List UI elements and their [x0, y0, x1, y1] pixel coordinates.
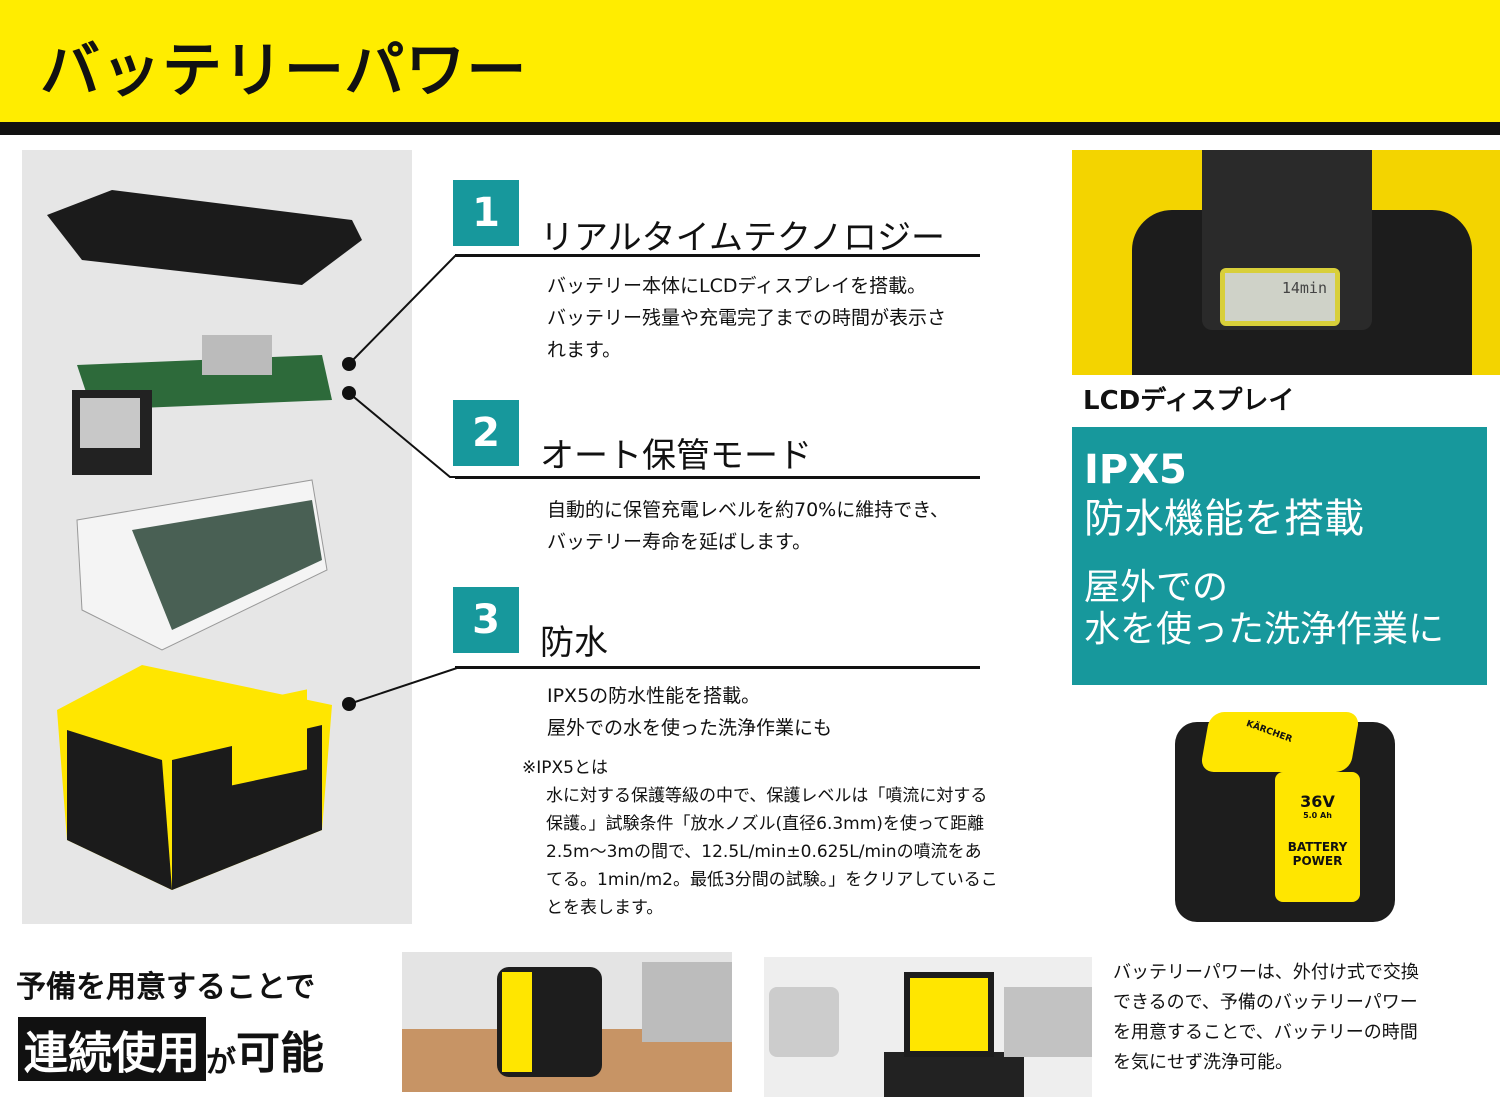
feature-desc-2: 自動的に保管充電レベルを約70%に維持でき、 バッテリー寿命を延ばします。	[547, 494, 949, 558]
lcd-caption: LCDディスプレイ	[1083, 386, 1295, 416]
feature-desc-3: IPX5の防水性能を搭載。 屋外での水を使った洗浄作業にも	[547, 680, 832, 744]
battery-product-image: 36V 5.0 Ah BATTERY POWER KÄRCHER	[1175, 702, 1395, 930]
feature-number-1: 1	[453, 180, 519, 246]
particle-text: が	[206, 1045, 236, 1080]
case-shape	[642, 962, 732, 1042]
bottom-line1: 予備を用意することで	[16, 970, 316, 1005]
battery-top	[1199, 712, 1361, 772]
feature-number-2: 2	[453, 400, 519, 466]
battery-label2: POWER	[1292, 854, 1343, 868]
bottom-description: バッテリーパワーは、外付け式で交換 できるので、予備のバッテリーパワー を用意す…	[1113, 958, 1419, 1078]
photo-battery-on-table	[402, 952, 732, 1092]
desc-line: できるので、予備のバッテリーパワー	[1113, 992, 1418, 1013]
battery-parts-drawing	[47, 190, 362, 890]
photo-battery-charging	[764, 957, 1092, 1097]
lcd-screen: 14min	[1225, 273, 1335, 321]
desc-line: バッテリー本体にLCDディスプレイを搭載。	[547, 275, 927, 297]
ipx5-note: ※IPX5とは 水に対する保護等級の中で、保護レベルは「噴流に対する 保護。」試…	[522, 754, 998, 922]
desc-line: れます。	[547, 339, 622, 361]
exploded-battery-illustration	[22, 150, 412, 924]
battery-shape	[904, 972, 994, 1057]
charger-shape	[884, 1052, 1024, 1097]
feature-number-3: 3	[453, 587, 519, 653]
bottom-headline: 連続使用 が 可能	[18, 1017, 324, 1081]
desc-line: 屋外での水を使った洗浄作業にも	[547, 717, 833, 739]
ipx-line2: 水を使った洗浄作業に	[1084, 609, 1445, 650]
desc-line: バッテリーパワーは、外付け式で交換	[1113, 962, 1419, 983]
underline-2	[455, 476, 980, 479]
battery-label: 36V 5.0 Ah BATTERY POWER	[1275, 772, 1360, 902]
desc-line: 自動的に保管充電レベルを約70%に維持でき、	[547, 499, 949, 521]
battery-voltage: 36V	[1300, 792, 1335, 811]
header-banner	[0, 0, 1500, 122]
ipx-line1: 屋外での	[1084, 567, 1229, 608]
outlet-shape	[769, 987, 839, 1057]
battery-stripe	[502, 972, 532, 1072]
desc-line: バッテリー寿命を延ばします。	[547, 531, 812, 553]
underline-3	[455, 666, 980, 669]
lcd-display-photo: 14min	[1072, 150, 1500, 375]
battery-label1: BATTERY	[1287, 840, 1348, 854]
feature-desc-1: バッテリー本体にLCDディスプレイを搭載。 バッテリー残量や充電完了までの時間が…	[547, 270, 946, 366]
case-shape	[1004, 987, 1092, 1057]
note-line: 水に対する保護等級の中で、保護レベルは「噴流に対する	[546, 786, 988, 806]
desc-line: を気にせず洗浄可能。	[1113, 1052, 1293, 1073]
note-line: 2.5m〜3mの間で、12.5L/min±0.625L/minの噴流をあ	[546, 842, 982, 862]
note-line: 保護。」試験条件「放水ノズル(直径6.3mm)を使って距離	[546, 814, 985, 834]
ipx-title: IPX5	[1084, 447, 1187, 493]
note-line: とを表します。	[546, 898, 664, 918]
lcd-frame: 14min	[1220, 268, 1340, 326]
ipx5-panel: IPX5 防水機能を搭載 屋外での 水を使った洗浄作業に	[1072, 427, 1487, 685]
note-title: ※IPX5とは	[522, 758, 608, 778]
tail-text: 可能	[236, 1028, 324, 1079]
desc-line: を用意することで、バッテリーの時間	[1113, 1022, 1418, 1043]
desc-line: バッテリー残量や充電完了までの時間が表示さ	[547, 307, 947, 329]
feature-heading-1: リアルタイムテクノロジー	[540, 218, 945, 258]
highlight-text: 連続使用	[18, 1017, 206, 1081]
feature-heading-3: 防水	[540, 623, 608, 663]
note-line: てる。1min/m2。最低3分間の試験。」をクリアしているこ	[546, 870, 998, 890]
battery-capacity: 5.0 Ah	[1303, 811, 1332, 820]
page-title: バッテリーパワー	[40, 36, 528, 106]
desc-line: IPX5の防水性能を搭載。	[547, 685, 761, 707]
feature-heading-2: オート保管モード	[540, 436, 812, 476]
ipx-subtitle: 防水機能を搭載	[1084, 496, 1364, 542]
underline-1	[455, 254, 980, 257]
header-divider	[0, 122, 1500, 135]
